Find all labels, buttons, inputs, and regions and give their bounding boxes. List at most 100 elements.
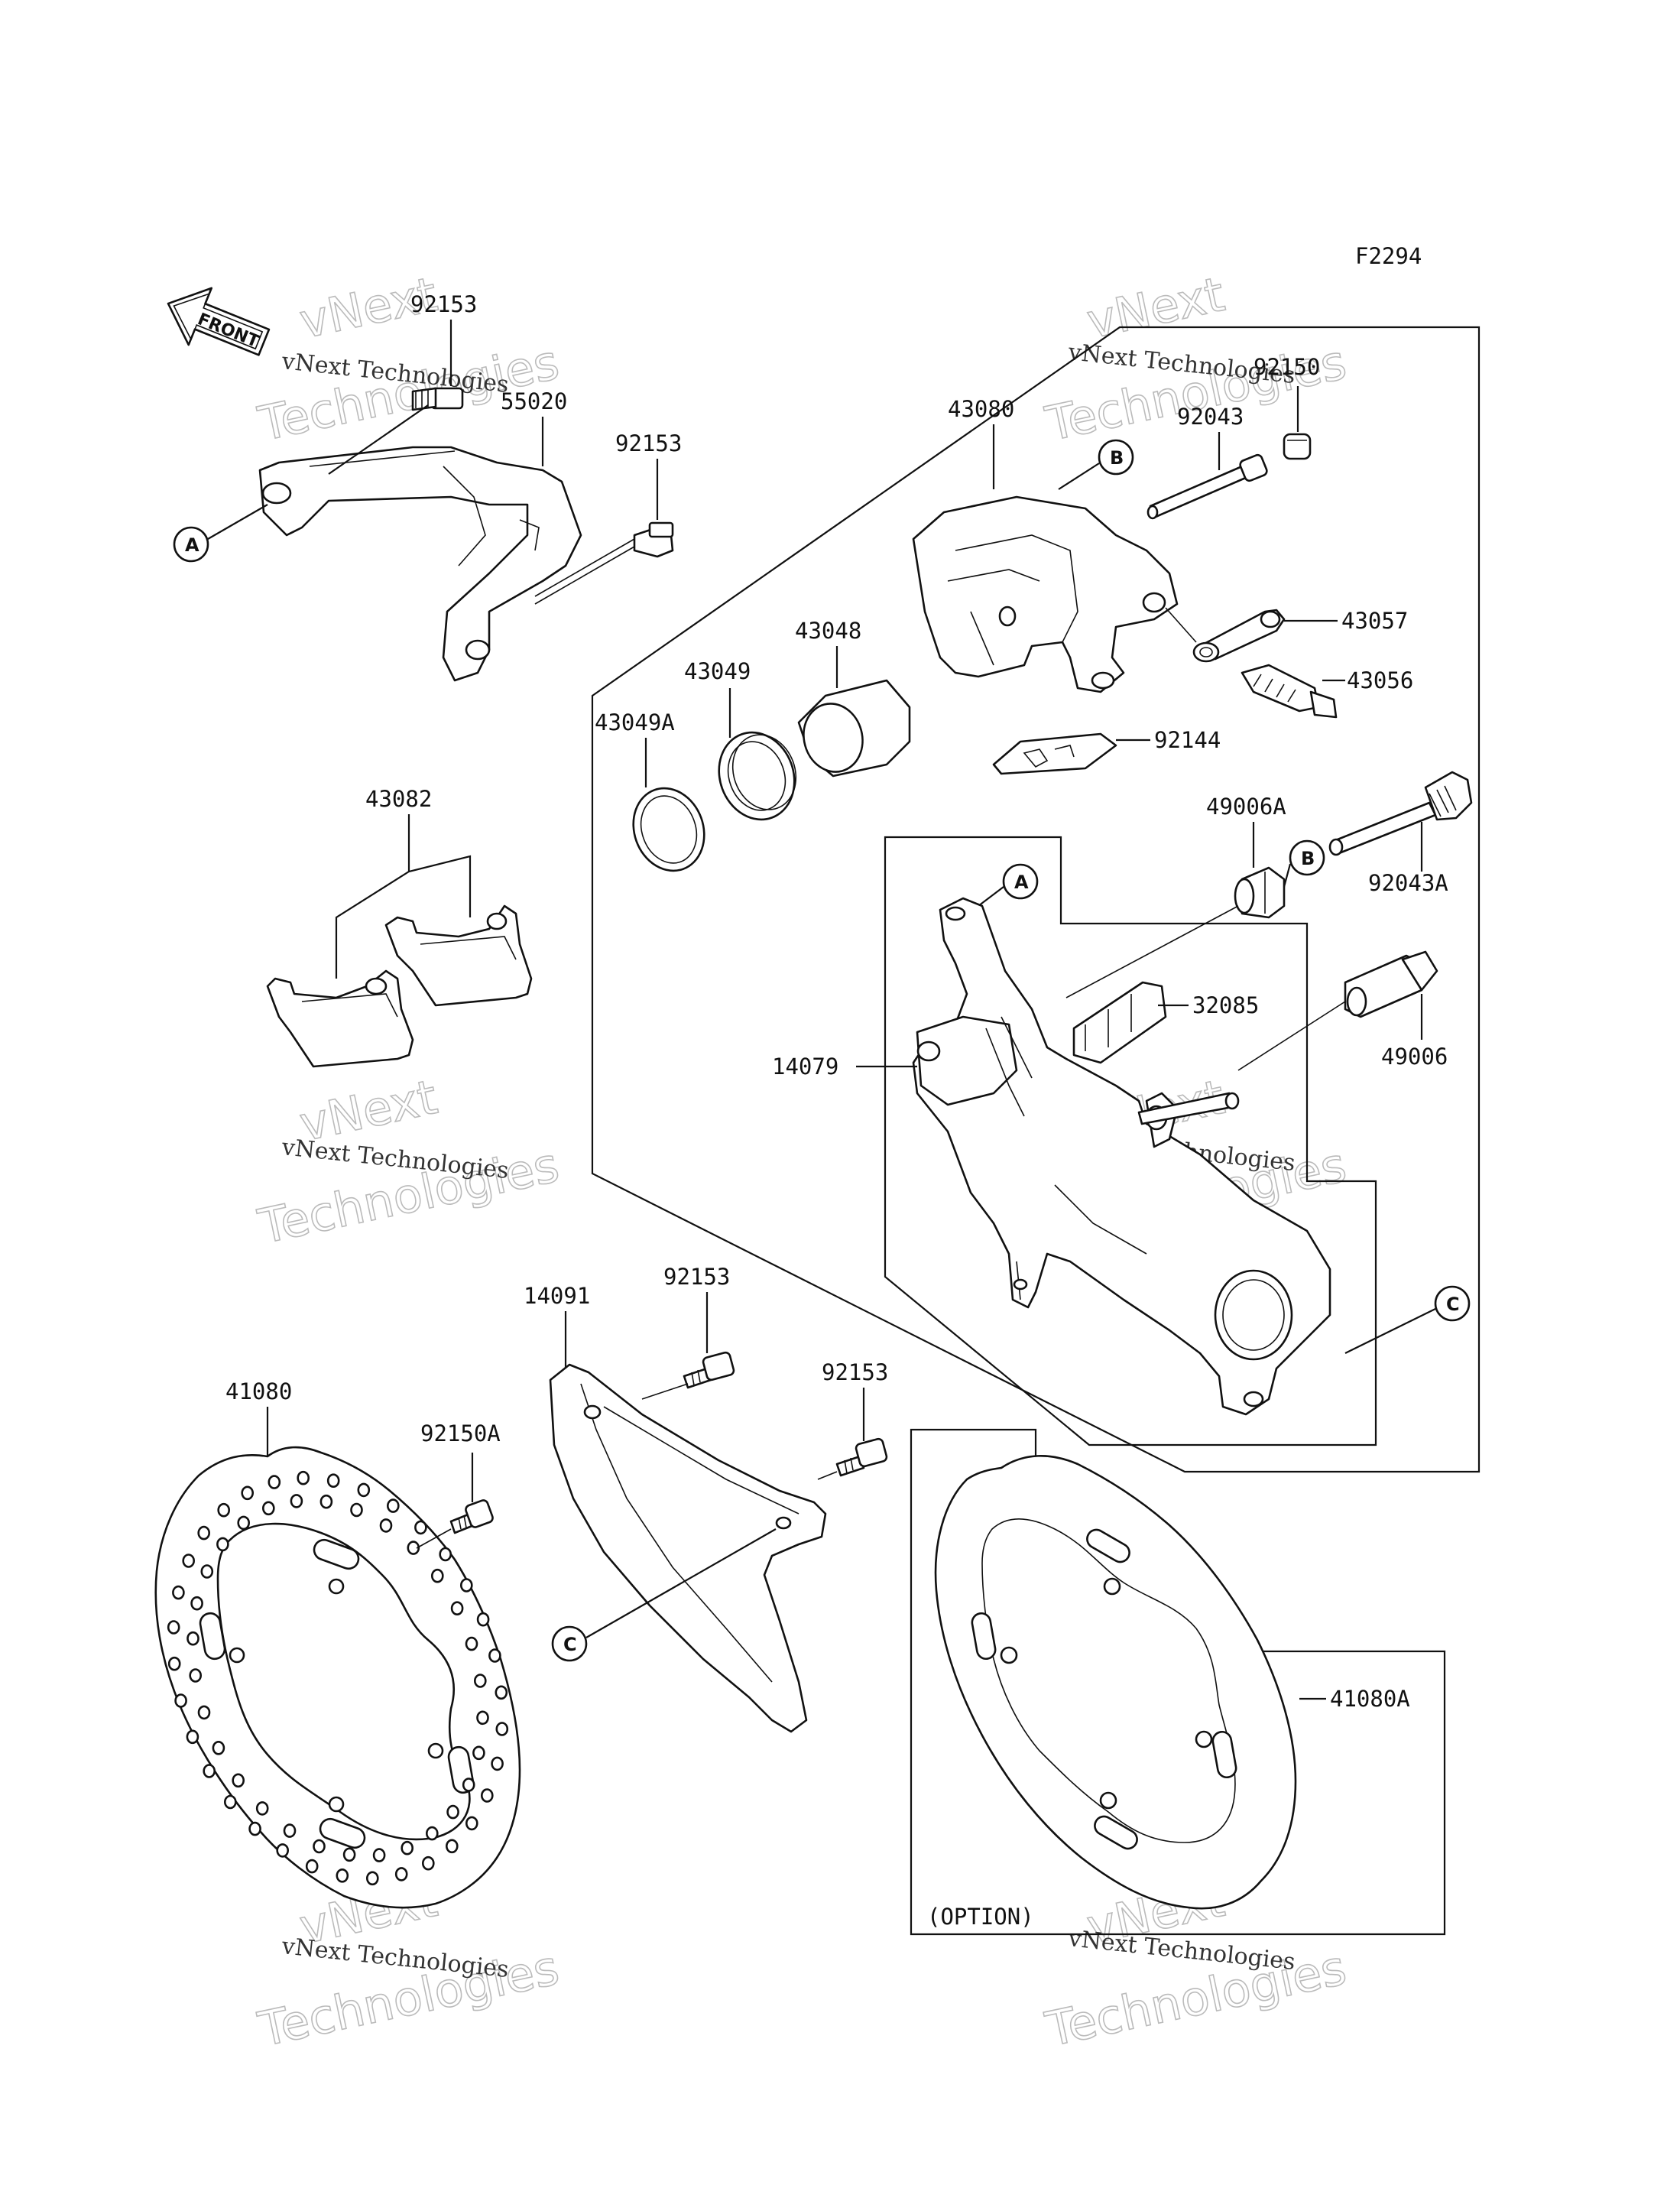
disc-hole (465, 1636, 478, 1651)
svg-text:C: C (1446, 1294, 1460, 1315)
disc-hole (290, 1494, 303, 1508)
part-label: 92043A (1368, 870, 1448, 896)
disc-hole (495, 1685, 508, 1700)
part-label: 43082 (365, 786, 432, 812)
part-label: 14079 (772, 1054, 838, 1080)
part-label: 41080A (1330, 1686, 1410, 1712)
disc-hole (445, 1839, 459, 1854)
svg-text:C: C (563, 1634, 577, 1655)
disc-hole (297, 1470, 310, 1485)
part-label: 32085 (1192, 992, 1259, 1018)
bolt-92150A (416, 1499, 494, 1549)
bracket-subgroup-frame (884, 836, 1377, 1446)
part-label: 43048 (795, 618, 861, 644)
disc-hole (197, 1525, 211, 1541)
disc-hole (480, 1788, 494, 1803)
disc-hole (190, 1596, 203, 1611)
disc-hole (446, 1804, 459, 1820)
disc-hole (232, 1773, 245, 1788)
disc-hole (439, 1547, 452, 1562)
part-label: 92043 (1177, 404, 1244, 430)
disc-hole (421, 1855, 435, 1871)
part-label: 92150 (1254, 354, 1320, 380)
caliper-bracket-14079 (912, 897, 1331, 1416)
disc-hole (495, 1722, 509, 1736)
pad-spring-32085 (1072, 981, 1167, 1064)
watermark-big: vNext (1082, 266, 1229, 349)
svg-text:B: B (1110, 447, 1124, 469)
bolt-92153-top (411, 387, 464, 411)
part-label: 92153 (615, 430, 682, 456)
piston-43048 (797, 679, 911, 778)
part-label: 14091 (524, 1283, 590, 1309)
disc-hole (255, 1801, 269, 1816)
disc-hole (459, 1578, 473, 1592)
bolt-92153-b2 (817, 1437, 888, 1480)
pin-92043A (1328, 771, 1473, 856)
pin-92043 (1146, 453, 1268, 520)
callout-a-inner: A (1002, 863, 1039, 900)
disc-hole (336, 1868, 349, 1883)
part-label: 43049A (595, 709, 675, 735)
disc-hole (313, 1839, 326, 1854)
disc-hole (167, 1656, 181, 1671)
disc-hole (248, 1821, 261, 1836)
option-label: (OPTION) (927, 1904, 1034, 1930)
disc-hole (217, 1502, 231, 1518)
part-label: 92150A (420, 1420, 501, 1446)
part-label: 49006 (1381, 1044, 1448, 1070)
disc-hole (476, 1612, 490, 1627)
disc-hole (203, 1764, 216, 1778)
callout-c-inner: C (1434, 1285, 1471, 1322)
disc-hole (473, 1674, 487, 1688)
disc-hole (407, 1541, 420, 1555)
disc-hole (430, 1568, 444, 1583)
part-label: 43080 (948, 396, 1014, 422)
part-label: 43049 (684, 658, 751, 684)
disc-hole (491, 1756, 504, 1771)
svg-text:B: B (1301, 848, 1315, 869)
bracket-55020 (258, 446, 582, 682)
disc-hole (476, 1710, 489, 1726)
disc-hole (200, 1564, 214, 1579)
front-arrow-icon: FRONT (167, 287, 271, 356)
disc-hole (216, 1537, 229, 1552)
disc-hole (172, 1585, 185, 1600)
disc-hole (182, 1554, 195, 1568)
disc-hole (174, 1693, 187, 1708)
disc-hole (268, 1475, 281, 1489)
disc-hole (305, 1859, 319, 1874)
brake-pads-43082 (266, 904, 533, 1068)
figure-code: F2294 (1355, 243, 1422, 269)
cap-43057 (1192, 609, 1286, 663)
disc-hole (414, 1520, 427, 1535)
cap-92150 (1283, 433, 1312, 460)
disc-hole (394, 1867, 408, 1881)
disc-hole (167, 1620, 180, 1635)
disc-hole (186, 1631, 199, 1646)
callout-c-bottom: C (551, 1625, 588, 1662)
part-label: 41080 (225, 1378, 292, 1404)
part-label: 92153 (410, 291, 477, 317)
disc-hole (241, 1485, 255, 1501)
disc-hole (319, 1494, 333, 1509)
disc-hole (488, 1648, 501, 1663)
part-label: 55020 (501, 388, 567, 414)
disc-hole (342, 1847, 356, 1862)
disc-holes (167, 1470, 509, 1886)
callout-b-top: B (1098, 439, 1134, 476)
seal-43049 (718, 731, 797, 821)
disc-hole (189, 1668, 202, 1683)
disc-hole (365, 1871, 379, 1886)
seal-43049A (632, 787, 705, 872)
disc-hole (326, 1473, 340, 1488)
caliper-group-frame (591, 326, 1481, 1473)
disc-hole (401, 1840, 414, 1855)
part-label: 49006A (1206, 794, 1286, 820)
disc-guard-14091 (549, 1363, 827, 1733)
part-label: 43056 (1347, 667, 1413, 693)
bleeder-43056 (1241, 664, 1338, 719)
pad-spring-92144 (992, 732, 1117, 775)
disc-hole (237, 1515, 251, 1531)
